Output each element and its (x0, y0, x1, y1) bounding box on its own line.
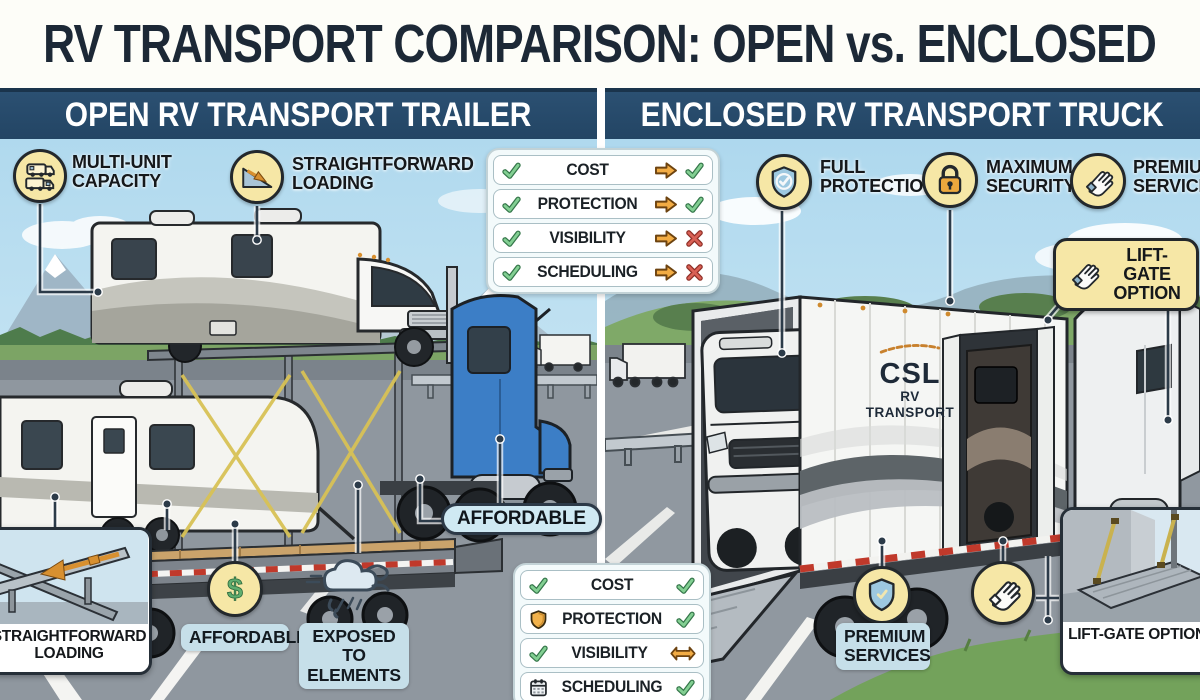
check-icon (501, 262, 522, 283)
premium-services-tag: PREMIUM SERVICES (836, 623, 931, 670)
affordable-callout: AFFORDABLE (441, 503, 602, 535)
liftgate-inset: LIFT-GATE OPTION (1060, 507, 1200, 675)
glove-icon (1070, 153, 1126, 209)
loading-ramp-icon (230, 150, 284, 204)
right-panel-title: ENCLOSED RV TRANSPORT TRUCK (640, 96, 1165, 134)
travel-trailer (0, 380, 356, 553)
check-icon (528, 643, 549, 664)
shield-check-icon (756, 154, 812, 210)
feature-security-label: MAXIMUM SECURITY (986, 157, 1076, 197)
check-icon (684, 194, 705, 215)
check-icon (675, 677, 696, 698)
calendar-icon (528, 677, 549, 698)
padlock-icon (922, 152, 978, 208)
weather-exposure-icon (303, 550, 399, 627)
comparison-category: VISIBILITY (549, 228, 626, 247)
exposed-elements-tag: EXPOSED TO ELEMENTS (299, 623, 409, 689)
enclosed-trailer (605, 295, 1069, 685)
comparison-row-visibility: VISIBILITY (520, 638, 704, 668)
open-door-right (1036, 325, 1055, 541)
multi-unit-icon (13, 149, 67, 203)
affordable-tag: AFFORDABLE (181, 624, 308, 652)
left-panel-title: OPEN RV TRANSPORT TRAILER (65, 96, 532, 134)
glove-icon (971, 561, 1035, 625)
ratchet-straps (180, 370, 402, 538)
feature-protection-label: FULL PROTECTION (820, 157, 937, 197)
arrow-right-icon (653, 262, 679, 283)
comparison-row-cost: COST (520, 570, 704, 600)
loading-inset: STRAIGHTFORWARD LOADING (0, 527, 152, 675)
rv-inside (966, 343, 1032, 545)
loading-inset-caption: STRAIGHTFORWARD LOADING (0, 624, 149, 668)
comparison-category: PROTECTION (537, 194, 638, 213)
left-panel-header: OPEN RV TRANSPORT TRAILER (0, 88, 597, 139)
comparison-category: PROTECTION (562, 609, 662, 628)
semi-truck-blue (380, 266, 573, 500)
comparison-row-cost: COST (493, 155, 713, 185)
comparison-row-scheduling: SCHEDULING (520, 672, 704, 700)
class-c-motorhome (90, 208, 457, 367)
right-panel-header: ENCLOSED RV TRANSPORT TRUCK (605, 88, 1200, 139)
cross-icon (684, 228, 705, 249)
arrow-right-icon (653, 160, 679, 181)
comparison-row-protection: PROTECTION (493, 189, 713, 219)
liftgate-badge-label: LIFT-GATE OPTION (1113, 245, 1181, 303)
comparison-category: COST (590, 575, 634, 594)
distant-truck (609, 343, 686, 388)
comparison-row-protection: PROTECTION (520, 604, 704, 634)
loading-ramp-illustration (0, 530, 148, 624)
glove-icon (1071, 264, 1100, 290)
page-title: RV TRANSPORT COMPARISON: OPEN vs. ENCLOS… (43, 14, 1158, 74)
liftgate-inset-caption: LIFT-GATE OPTION (1063, 622, 1200, 649)
comparison-category: COST (566, 160, 609, 179)
comparison-category: SCHEDULING (537, 262, 638, 281)
panel-divider (597, 88, 605, 700)
check-icon (684, 160, 705, 181)
title-band: RV TRANSPORT COMPARISON: OPEN vs. ENCLOS… (0, 0, 1200, 88)
comparison-row-scheduling: SCHEDULING (493, 257, 713, 287)
check-icon (501, 160, 522, 181)
check-icon (675, 575, 696, 596)
arrow-both-icon (670, 643, 696, 664)
comparison-category: VISIBILITY (571, 643, 648, 662)
feature-loading-label: STRAIGHTFORWARD LOADING (292, 154, 474, 194)
logo-swoosh-icon (879, 344, 941, 354)
feature-premium-label: PREMIUM SERVICES (1133, 157, 1200, 197)
arrow-right-icon (653, 194, 679, 215)
liftgate-illustration (1063, 510, 1200, 622)
check-icon (501, 228, 522, 249)
dollar-icon: $ (207, 561, 263, 617)
shield-icon (528, 609, 549, 630)
svg-text:$: $ (227, 574, 243, 606)
arrow-right-icon (653, 228, 679, 249)
comparison-row-visibility: VISIBILITY (493, 223, 713, 253)
check-icon (675, 609, 696, 630)
check-icon (501, 194, 522, 215)
logo-text: CSL (879, 358, 941, 390)
comparison-table-top: COST PROTECTION VISIBILITY SCHEDULING (486, 148, 720, 294)
trailer-logo: CSL RV TRANSPORT (855, 341, 965, 421)
check-icon (528, 575, 549, 596)
feature-multi-unit-label: MULTI-UNIT CAPACITY (72, 152, 172, 192)
liftgate-badge: LIFT-GATE OPTION (1053, 238, 1199, 311)
comparison-category: SCHEDULING (561, 677, 663, 696)
cross-icon (684, 262, 705, 283)
shield-check-icon (853, 566, 911, 624)
comparison-table-bottom: COST PROTECTION VISIBILITY SCHEDULING (513, 563, 711, 700)
logo-subtext: RV TRANSPORT (865, 389, 955, 421)
